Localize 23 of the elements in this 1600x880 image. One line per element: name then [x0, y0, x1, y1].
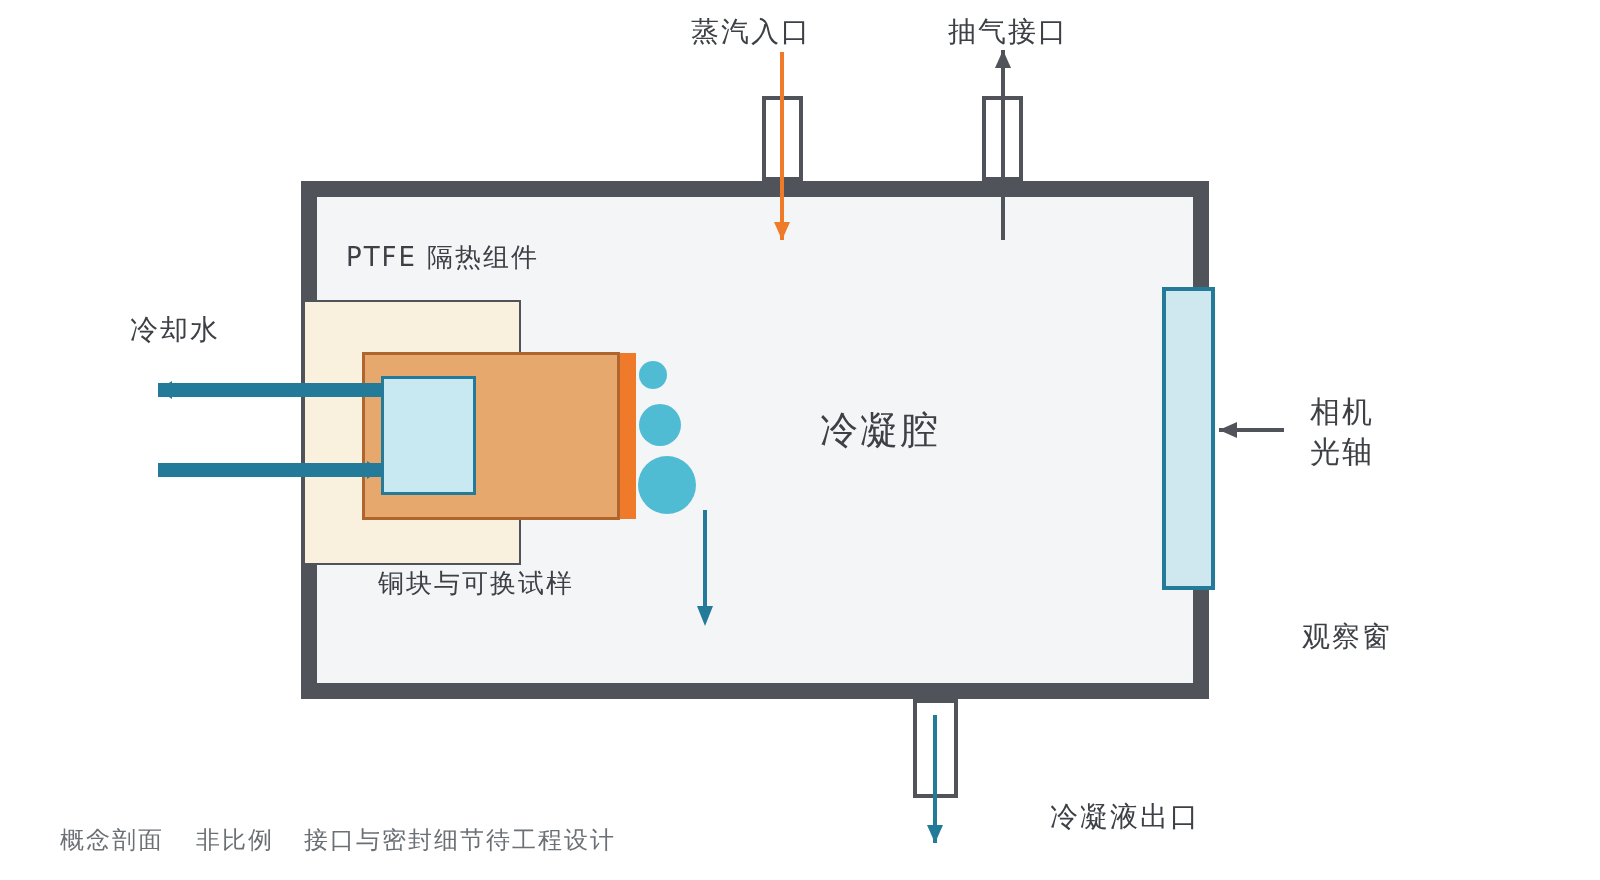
- outlet-label: 冷凝液出口: [1050, 800, 1200, 834]
- chamber-label: 冷凝腔: [820, 408, 940, 454]
- coolant-pipe: [158, 461, 381, 479]
- component-label: 铜块与可换试样: [378, 568, 574, 600]
- port-label: 抽气接口: [936, 14, 1080, 50]
- note-text: 接口与密封细节待工程设计: [304, 826, 616, 855]
- arrow: [774, 181, 790, 240]
- arrow: [1219, 422, 1284, 438]
- note-text: 非比例: [196, 826, 274, 855]
- coolant-label: 冷却水: [130, 313, 220, 347]
- note-text: 概念剖面: [60, 826, 164, 855]
- component-label: 观察窗: [1302, 620, 1392, 654]
- port-tube: [982, 96, 1023, 181]
- component-label: PTFE 隔热组件: [346, 242, 540, 274]
- condensation-chamber: [301, 181, 1209, 699]
- port-label: 蒸汽入口: [676, 12, 826, 52]
- viewing-window: [1162, 287, 1215, 590]
- port-tube: [913, 699, 958, 798]
- camera-axis-label: 相机光轴: [1306, 390, 1378, 474]
- arrow: [995, 50, 1011, 96]
- port-tube: [762, 96, 803, 181]
- arrow: [927, 798, 943, 843]
- coolant-pipe: [158, 381, 381, 399]
